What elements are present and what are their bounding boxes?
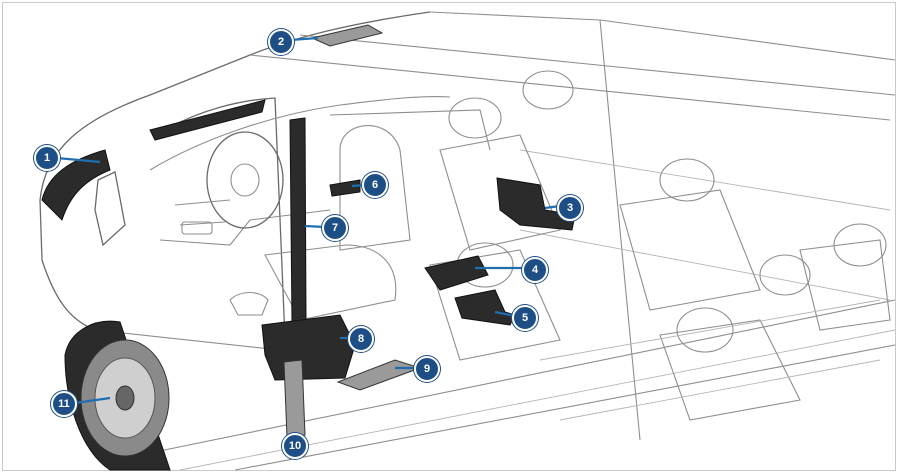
component-8 <box>261 314 356 381</box>
component-9 <box>336 359 422 391</box>
callout-4: 4 <box>522 257 548 283</box>
callout-1: 1 <box>34 145 60 171</box>
callout-7: 7 <box>322 215 348 241</box>
component-2-roof-module <box>310 24 384 47</box>
callout-6: 6 <box>362 172 388 198</box>
component-1-windshield-trim <box>149 99 266 141</box>
side-mirror <box>94 171 126 247</box>
callout-9: 9 <box>414 356 440 382</box>
callout-3: 3 <box>557 195 583 221</box>
component-4 <box>424 255 489 291</box>
component-3 <box>496 177 576 231</box>
component-1-hood <box>41 149 111 221</box>
callout-5: 5 <box>512 305 538 331</box>
component-7-b-pillar <box>289 117 307 323</box>
cab-interior <box>149 96 491 246</box>
component-6 <box>329 179 361 197</box>
component-10 <box>283 359 306 438</box>
callout-10: 10 <box>282 433 308 459</box>
callout-11: 11 <box>51 391 77 417</box>
callout-8: 8 <box>348 326 374 352</box>
front-wheel <box>64 320 171 471</box>
callout-2: 2 <box>268 29 294 55</box>
seats <box>229 70 891 421</box>
component-5 <box>454 289 516 326</box>
van-body-outline <box>39 11 896 471</box>
